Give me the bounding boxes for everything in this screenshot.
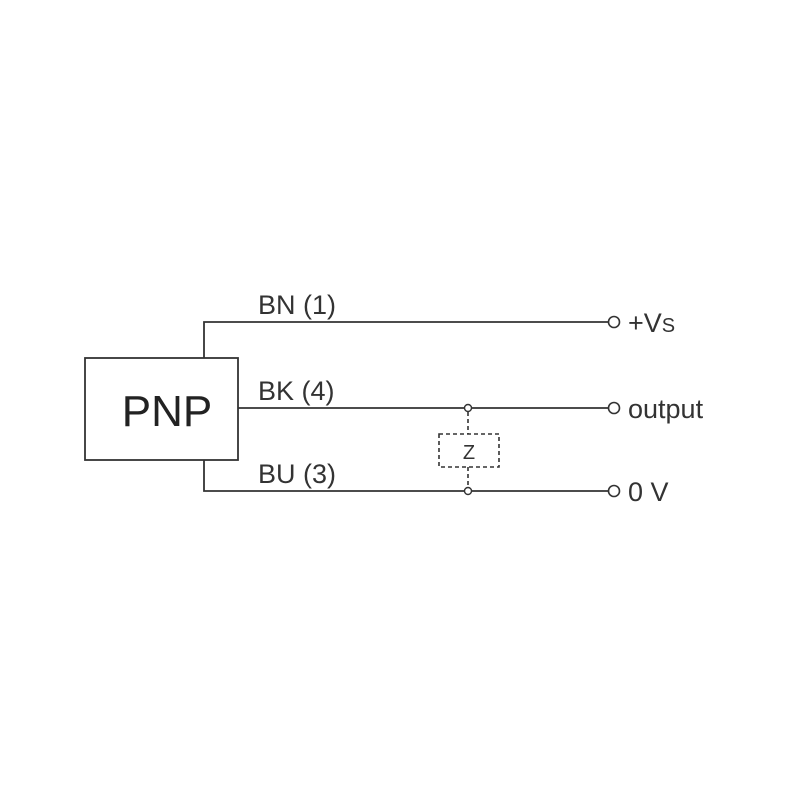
terminal-0v: [607, 484, 621, 498]
terminal-label-0v: 0 V: [628, 477, 669, 507]
sensor-box: [84, 357, 239, 461]
terminal-vs: [607, 315, 621, 329]
terminal-label-vs: +VS: [628, 308, 675, 338]
terminal-label-vs-sub: S: [662, 315, 675, 337]
terminal-label-output: output: [628, 394, 704, 424]
load-box: [438, 433, 500, 468]
wire-label-bn: BN (1): [258, 290, 336, 320]
terminal-label-vs-main: +V: [628, 308, 662, 338]
terminal-output: [607, 401, 621, 415]
junction-node-output: [463, 403, 473, 413]
wire-bn: [203, 321, 608, 358]
sensor-type-label: PNP: [122, 387, 212, 436]
wire-label-bu: BU (3): [258, 459, 336, 489]
wire-label-bk: BK (4): [258, 376, 335, 406]
junction-node-0v: [463, 486, 473, 496]
wire-bu: [203, 460, 608, 492]
load-label: Z: [463, 442, 475, 464]
